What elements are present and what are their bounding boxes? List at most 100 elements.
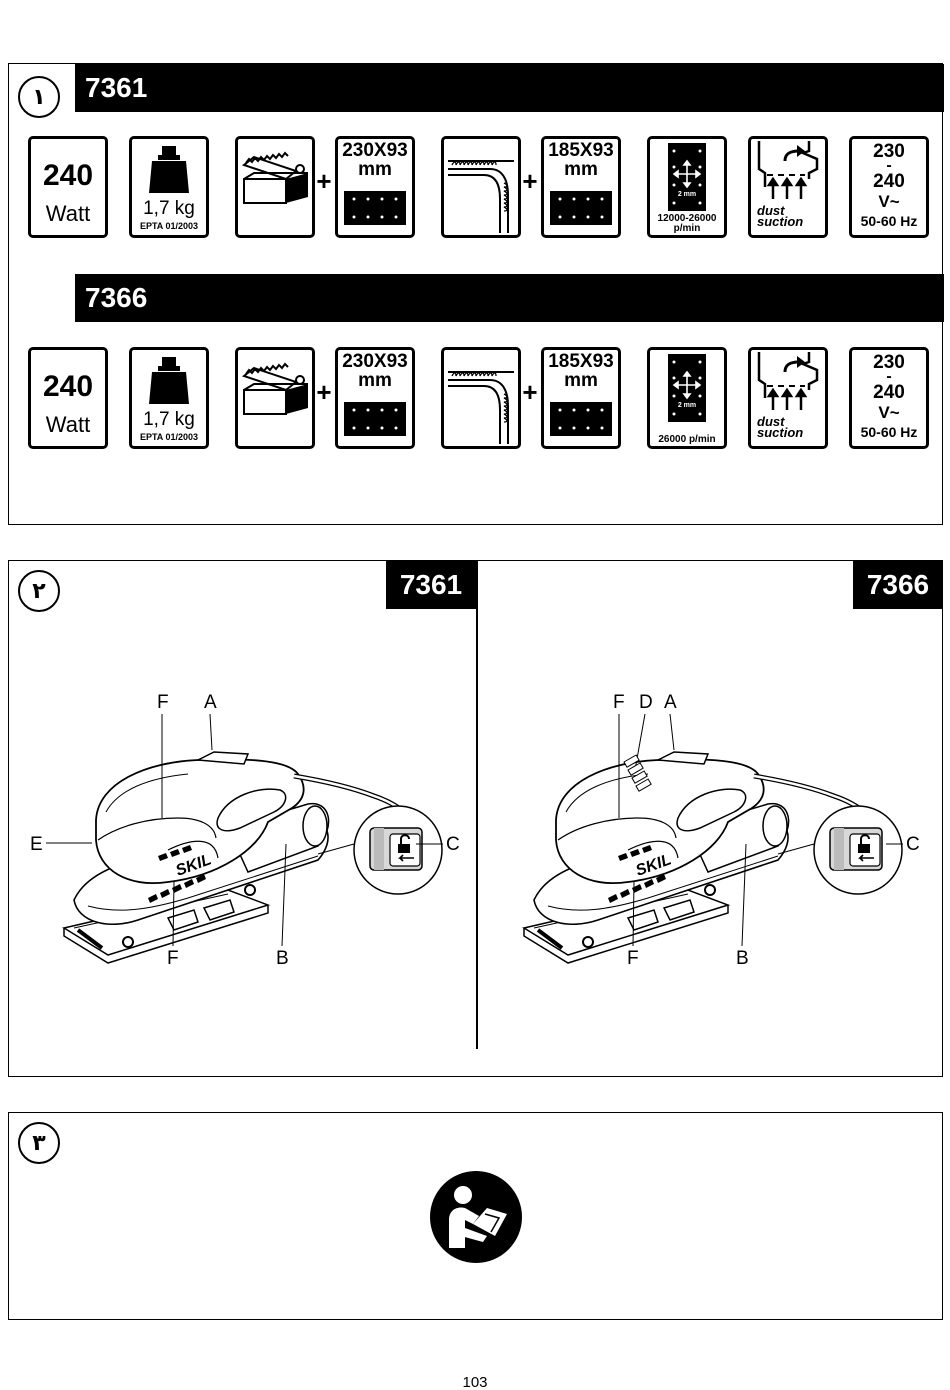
power-value: 240 — [42, 370, 94, 403]
callout-b: B — [736, 948, 749, 969]
sheet-size-value: 185X93 — [548, 140, 614, 161]
power-unit: Watt — [45, 201, 91, 226]
specs-panel: ١ 7361 7366 — [8, 63, 944, 525]
voltage-top: 230 — [873, 352, 905, 373]
sander-7366-figure: SKIL — [478, 700, 918, 980]
callout-c: C — [446, 834, 460, 855]
voltage-tile: 230 - 240 V~ 50-60 Hz — [849, 136, 929, 238]
dust-suction-icon — [757, 352, 819, 410]
manual-panel: ٣ — [8, 1112, 943, 1320]
frequency: 50-60 Hz — [860, 424, 918, 440]
plus-sign: + — [316, 377, 332, 407]
model-bar-7361: 7361 — [75, 64, 944, 112]
sheet-size-unit: mm — [564, 159, 598, 180]
flat-sanding-icon — [241, 362, 308, 415]
sanding-sheet-icon — [344, 402, 406, 436]
dust-suction-tile: dust suction — [748, 347, 828, 449]
voltage-unit: V~ — [878, 192, 900, 211]
panel-divider — [476, 561, 478, 1049]
callout-e: E — [30, 834, 43, 855]
callout-f-bottom: F — [167, 948, 179, 969]
orbit-icon: 2 mm — [668, 143, 706, 211]
orbit-label: 2 mm — [678, 402, 696, 409]
voltage-tile: 230 - 240 V~ 50-60 Hz — [849, 347, 929, 449]
callout-b: B — [276, 948, 289, 969]
plus-sign: + — [316, 166, 332, 196]
dust-suction-label: dust suction — [757, 203, 804, 229]
callout-a: A — [664, 692, 677, 713]
callout-c: C — [906, 834, 920, 855]
power-unit: Watt — [45, 412, 91, 437]
model-tag-7366: 7366 — [853, 561, 943, 609]
sheet-size-value: 230X93 — [342, 140, 408, 161]
speed-label: 26000 p/min — [658, 434, 716, 445]
weight-norm: EPTA 01/2003 — [139, 432, 199, 442]
sheet-size-unit: mm — [564, 370, 598, 391]
sander-7361-figure: SKIL — [18, 700, 458, 980]
orbit-speed-tile: 2 mm 26000 p/min — [647, 347, 727, 449]
dust-suction-icon — [757, 141, 819, 199]
dust-line-1: dust — [757, 203, 785, 218]
sheet-size-tile-a: 230X93 mm — [335, 347, 415, 449]
sheet-size-value: 185X93 — [548, 351, 614, 372]
weight-tile: 1,7 kg EPTA 01/2003 — [129, 136, 209, 238]
sanding-sheet-icon — [344, 191, 406, 225]
weight-icon — [149, 146, 189, 193]
sander-illustration: SKIL — [522, 751, 903, 964]
page-number: 103 — [462, 1374, 488, 1390]
model-bar-7366: 7366 — [75, 274, 944, 322]
dust-line-2: suction — [757, 214, 804, 229]
dust-suction-label: dust suction — [757, 414, 804, 440]
curved-sanding-icon — [448, 160, 514, 233]
power-value: 240 — [42, 159, 94, 192]
callout-f-top: F — [157, 692, 169, 713]
dust-suction-tile: dust suction — [748, 136, 828, 238]
sheet-size-value: 230X93 — [342, 351, 408, 372]
curved-surface-tile — [441, 136, 521, 238]
weight-value: 1,7 kg — [143, 409, 195, 430]
flat-sanding-icon — [241, 151, 308, 204]
orbit-label: 2 mm — [678, 191, 696, 198]
frequency: 50-60 Hz — [860, 213, 918, 229]
callout-f-top: F — [613, 692, 625, 713]
section-number-3: ٣ — [18, 1122, 60, 1164]
sheet-size-tile-a: 230X93 mm — [335, 136, 415, 238]
curved-surface-tile — [441, 347, 521, 449]
callout-f-bottom: F — [627, 948, 639, 969]
weight-value: 1,7 kg — [143, 198, 195, 219]
voltage-bottom: 240 — [873, 382, 905, 403]
model-tag-7361: 7361 — [386, 561, 476, 609]
section-number-1: ١ — [18, 76, 60, 118]
weight-icon — [149, 357, 189, 404]
weight-norm: EPTA 01/2003 — [139, 221, 199, 231]
voltage-unit: V~ — [878, 403, 900, 422]
curved-sanding-icon — [448, 371, 514, 444]
sheet-size-unit: mm — [358, 370, 392, 391]
sheet-size-tile-b: 185X93 mm — [541, 136, 621, 238]
sander-illustration: SKIL — [62, 751, 443, 964]
spec-row-7361: 240 Watt 1,7 kg EPTA 01/2003 + — [8, 136, 943, 240]
spec-row-7366: 240 Watt 1,7 kg EPTA 01/2003 + — [8, 347, 943, 451]
sanding-sheet-icon — [550, 191, 612, 225]
flat-surface-tile — [235, 347, 315, 449]
orbit-speed-tile: 2 mm 12000-26000 p/min — [647, 136, 727, 238]
sheet-size-unit: mm — [358, 159, 392, 180]
voltage-top: 230 — [873, 141, 905, 162]
plus-sign: + — [522, 166, 538, 196]
flat-surface-tile — [235, 136, 315, 238]
dust-line-1: dust — [757, 414, 785, 429]
voltage-bottom: 240 — [873, 171, 905, 192]
callout-a: A — [204, 692, 217, 713]
read-manual-icon — [430, 1171, 522, 1263]
power-tile: 240 Watt — [28, 136, 108, 238]
callout-d: D — [639, 692, 653, 713]
plus-sign: + — [522, 377, 538, 407]
sanding-sheet-icon — [550, 402, 612, 436]
dust-line-2: suction — [757, 425, 804, 440]
spec-icon-row: 240 Watt 1,7 kg EPTA 01/2003 + — [28, 136, 938, 240]
section-number-2: ٢ — [18, 570, 60, 612]
weight-tile: 1,7 kg EPTA 01/2003 — [129, 347, 209, 449]
spec-icon-row: 240 Watt 1,7 kg EPTA 01/2003 + — [28, 347, 938, 451]
voltage-dash: - — [886, 368, 892, 385]
sheet-size-tile-b: 185X93 mm — [541, 347, 621, 449]
